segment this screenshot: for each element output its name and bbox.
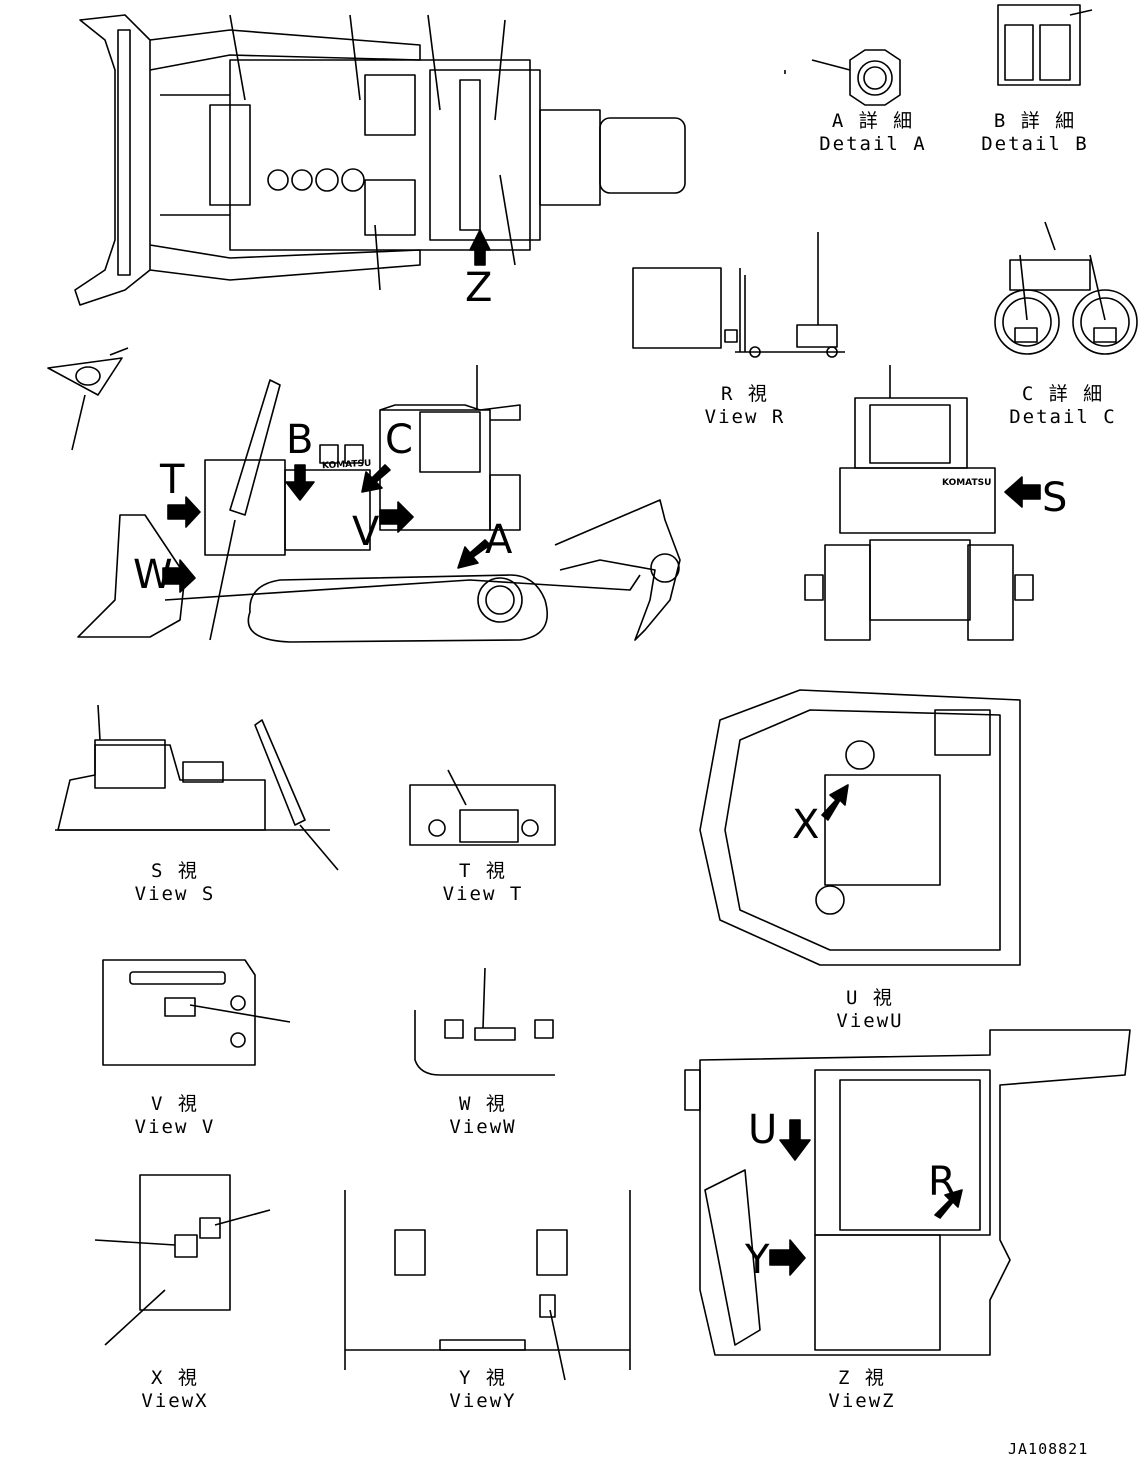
marker-u: U [748,1107,778,1153]
label-view-x: X 視 ViewX [125,1367,225,1413]
label-jp: S 視 [151,860,199,882]
label-view-v: V 視 View V [125,1093,225,1139]
side-view-dozer [77,365,681,643]
label-en: View S [134,883,216,905]
label-view-w: W 視 ViewW [433,1093,533,1139]
detail-a-drawing [784,49,901,106]
label-jp: U 視 [846,987,894,1009]
view-r-drawing [632,232,845,358]
marker-b: B [286,417,314,463]
marker-t: T [160,457,185,503]
label-en: ViewU [836,1010,904,1032]
label-en: Detail A [819,133,927,155]
marker-z-top: Z [465,265,493,311]
view-t-drawing [409,769,556,846]
detail-b-drawing [997,4,1093,86]
marker-r: R [928,1159,956,1205]
label-jp: A 詳 細 [831,110,915,132]
view-v-drawing [102,959,291,1066]
label-detail-a: A 詳 細 Detail A [818,110,928,156]
marker-v: V [352,509,380,555]
label-en: ViewX [141,1390,209,1412]
marker-a: A [485,517,513,563]
label-view-r: R 視 View R [695,383,795,429]
label-jp: Y 視 [459,1367,507,1389]
label-view-t: T 視 View T [433,860,533,906]
label-jp: T 視 [459,860,507,882]
label-jp: R 視 [721,383,769,405]
marker-w: W [133,552,173,598]
label-view-s: S 視 View S [125,860,225,906]
label-en: Detail B [981,133,1089,155]
label-jp: V 視 [151,1093,199,1115]
marker-c: C [385,417,413,463]
label-detail-b: B 詳 細 Detail B [980,110,1090,156]
view-u-drawing [699,689,1021,966]
marker-y: Y [745,1237,770,1283]
label-en: View R [704,406,786,428]
triangle-detail [47,347,129,451]
detail-c-drawing [994,221,1138,355]
marker-x: X [792,802,820,848]
label-en: View T [442,883,524,905]
view-s-drawing [55,704,339,871]
view-z-drawing [684,1029,1131,1356]
label-jp: C 詳 細 [1021,383,1105,405]
label-jp: Z 視 [838,1367,886,1389]
label-view-z: Z 視 ViewZ [812,1367,912,1413]
label-en: ViewZ [828,1390,896,1412]
top-view-dozer [74,14,686,306]
label-jp: X 視 [151,1367,199,1389]
label-jp: W 視 [459,1093,507,1115]
view-x-drawing [94,1174,271,1346]
label-view-u: U 視 ViewU [820,987,920,1033]
label-detail-c: C 詳 細 Detail C [1008,383,1118,429]
marker-s: S [1042,475,1068,521]
rear-view-dozer [804,365,1041,641]
label-en: View V [134,1116,216,1138]
label-en: ViewY [449,1390,517,1412]
view-y-drawing [344,1190,631,1381]
view-w-drawing [414,967,555,1076]
label-en: Detail C [1009,406,1117,428]
brand-rear: KOMATSU [942,478,992,488]
label-en: ViewW [449,1116,517,1138]
drawing-code: JA108821 [1008,1440,1089,1458]
label-jp: B 詳 細 [993,110,1077,132]
label-view-y: Y 視 ViewY [433,1367,533,1413]
